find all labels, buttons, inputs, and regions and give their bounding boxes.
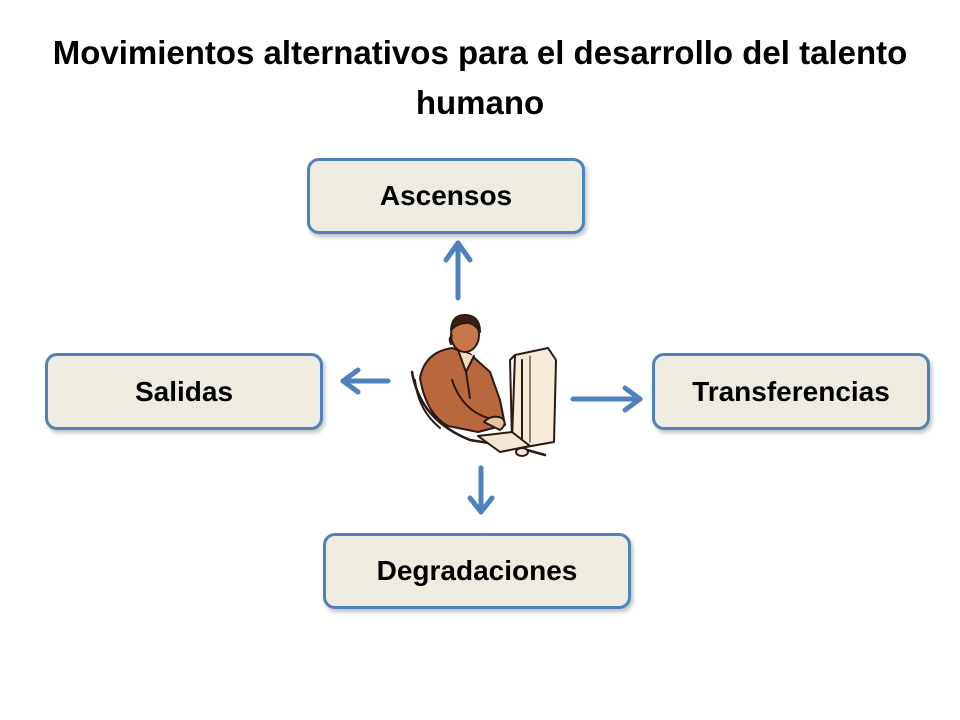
arrow-left — [340, 367, 391, 395]
node-degradaciones: Degradaciones — [323, 533, 631, 609]
slide-title: Movimientos alternativos para el desarro… — [52, 34, 908, 121]
arrow-down — [467, 465, 495, 515]
node-salidas: Salidas — [45, 353, 323, 430]
node-ascensos: Ascensos — [307, 158, 585, 234]
person-at-computer-icon — [410, 313, 557, 457]
arrow-up — [443, 240, 473, 301]
arrow-right — [570, 385, 643, 413]
node-transferencias: Transferencias — [652, 353, 930, 430]
